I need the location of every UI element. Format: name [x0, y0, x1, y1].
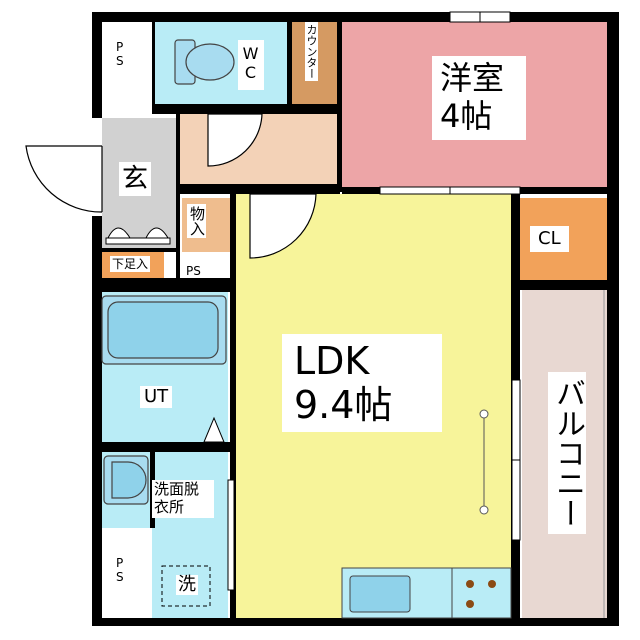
entrance-cutout [82, 118, 102, 216]
washbasin [103, 455, 149, 505]
windows [227, 11, 521, 591]
washroom-label: 洗面脱 衣所 [152, 480, 214, 518]
wc-label: WC [238, 40, 264, 90]
washer-box [161, 565, 211, 607]
ldk-door [249, 193, 317, 259]
laundry-label: 洗 [176, 574, 198, 595]
ldk-rail [479, 409, 489, 515]
genkan-label: 玄 [119, 162, 152, 196]
ps-label-top: PS [116, 40, 124, 68]
entrance-door [25, 145, 103, 213]
bathtub [101, 295, 227, 365]
wc-text: WC [241, 44, 260, 82]
washroom-line1: 洗面脱 [154, 480, 200, 498]
ut-door [203, 416, 225, 443]
ldk-name: LDK [294, 339, 370, 383]
bedroom-label: 洋室 4帖 [432, 56, 526, 140]
bedroom-size: 4帖 [440, 97, 493, 135]
ldk-label: LDK 9.4帖 [282, 334, 442, 432]
washroom-line2: 衣所 [154, 498, 185, 516]
storage-label: 物入 [187, 204, 206, 238]
ps-label-mid: PS [186, 264, 201, 278]
counter-label: カウンター [305, 22, 318, 81]
balcony-label: バルコニー [548, 372, 586, 534]
closet-label: CL [530, 226, 569, 252]
ldk-size: 9.4帖 [294, 383, 393, 427]
ps-bottom [102, 528, 152, 618]
ps-top [102, 22, 152, 114]
ps-label-bottom: PS [116, 556, 124, 584]
kitchen [341, 567, 512, 619]
bedroom-name: 洋室 [440, 59, 505, 97]
genkan-cabinet-doors [105, 227, 171, 245]
ut-label: UT [140, 386, 173, 408]
wc-door [207, 113, 263, 167]
shoebox-label: 下足入 [110, 256, 151, 272]
toilet-fixture [174, 39, 235, 85]
